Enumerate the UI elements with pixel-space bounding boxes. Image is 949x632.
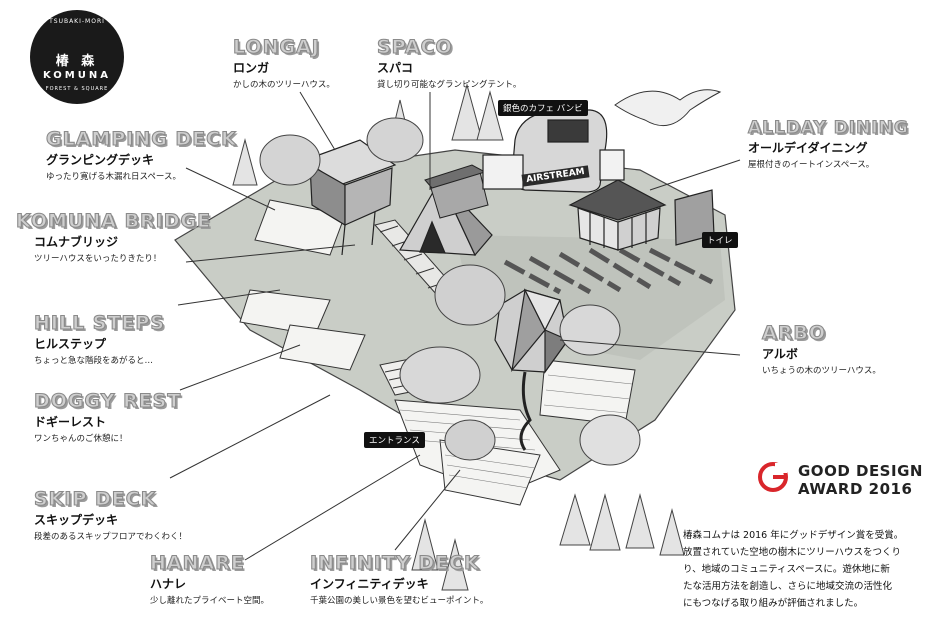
about-line: り、地域のコミュニティスペースに。遊休地に新 — [683, 564, 890, 575]
spot-desc: ちょっと急な階段をあがると… — [34, 356, 154, 366]
spot-name-jp: ヒルステップ — [34, 337, 107, 351]
spot-doggy-rest: DOGGY REST ドギーレスト ワンちゃんのご休憩に！ — [33, 389, 182, 444]
spot-title: GLAMPING DECK — [45, 127, 237, 150]
spot-komuna-bridge: KOMUNA BRIDGE コムナブリッジ ツリーハウスをいったりきたり！ — [10, 209, 212, 264]
treehouse-arbo — [494, 288, 569, 451]
spot-arbo: ARBO アルボ いちょうの木のツリーハウス。 — [761, 321, 881, 376]
spot-hanare: HANARE ハナレ 少し離れたプライベート空間。 — [149, 551, 270, 606]
logo-name: KOMUNA — [43, 70, 111, 81]
spot-skip-deck: SKIP DECK スキップデッキ 段差のあるスキップフロアでわくわく！ — [33, 487, 188, 542]
spot-name-jp: オールデイダイニング — [748, 141, 868, 155]
spot-desc: 貸し切り可能なグランピングテント。 — [377, 80, 522, 90]
bird — [614, 89, 722, 127]
spot-name-jp: コムナブリッジ — [34, 235, 119, 249]
spot-desc: 段差のあるスキップフロアでわくわく！ — [34, 532, 188, 542]
spot-title: ALLDAY DINING — [747, 117, 909, 138]
about-text: 椿森コムナは 2016 年にグッドデザイン賞を受賞。 放置されていた空地の樹木に… — [683, 527, 945, 612]
spot-desc: 千葉公園の美しい景色を望むビューポイント。 — [310, 596, 489, 606]
award-line1: GOOD DESIGN — [798, 462, 923, 480]
spot-name-jp: ロンガ — [233, 61, 270, 75]
spot-title: KOMUNA BRIDGE — [15, 209, 212, 232]
spot-desc: ツリーハウスをいったりきたり！ — [34, 254, 162, 264]
about-line: 椿森コムナは 2016 年にグッドデザイン賞を受賞。 — [683, 530, 904, 541]
spot-desc: かしの木のツリーハウス。 — [233, 80, 335, 90]
spot-hill-steps: HILL STEPS ヒルステップ ちょっと急な階段をあがると… — [33, 311, 166, 366]
spot-desc: 屋根付きのイートインスペース。 — [748, 160, 875, 170]
spot-title: INFINITY DECK — [309, 551, 480, 574]
spot-desc: 少し離れたプライベート空間。 — [150, 596, 270, 606]
spot-title: LONGAJ — [232, 35, 320, 58]
parking-stripes — [503, 247, 714, 295]
spot-title: SPACO — [376, 35, 453, 58]
spot-title: ARBO — [761, 321, 826, 344]
spot-allday-dining: ALLDAY DINING オールデイダイニング 屋根付きのイートインスペース。 — [747, 117, 909, 170]
spot-longaj: LONGAJ ロンガ かしの木のツリーハウス。 — [232, 35, 335, 90]
spot-title: SKIP DECK — [33, 487, 157, 510]
spot-name-jp: ハナレ — [150, 577, 187, 591]
leader-lines — [169, 91, 741, 561]
spot-desc: ゆったり寛げる木漏れ日スペース。 — [46, 172, 181, 182]
entrance-tag: エントランス — [364, 432, 425, 448]
cafe-tag: 銀色のカフェ バンビ — [498, 100, 588, 116]
logo-top-text: TSUBAKI-MORI — [49, 18, 105, 25]
spot-infinity-deck: INFINITY DECK インフィニティデッキ 千葉公園の美しい景色を望むビュ… — [309, 551, 489, 606]
spot-title: HANARE — [149, 551, 245, 574]
spot-spaco: SPACO スパコ 貸し切り可能なグランピングテント。 — [376, 35, 522, 90]
about-line: にもつなげる取り組みが評価されました。 — [683, 598, 864, 609]
spot-name-jp: アルボ — [762, 347, 798, 361]
komuna-logo: TSUBAKI-MORI 椿 森 KOMUNA FOREST & SQUARE — [30, 10, 124, 104]
spot-title: DOGGY REST — [33, 389, 182, 412]
spot-desc: ワンちゃんのご休憩に！ — [34, 434, 128, 444]
about-line: 放置されていた空地の樹木にツリーハウスをつくり — [683, 547, 902, 558]
trees — [232, 83, 685, 591]
g-mark-icon — [758, 462, 788, 492]
spot-name-jp: ドギーレスト — [34, 415, 107, 429]
spot-desc: いちょうの木のツリーハウス。 — [762, 366, 881, 376]
toilet-tag: トイレ — [702, 232, 738, 248]
logo-kanji: 椿 森 — [55, 54, 99, 69]
about-line: たな活用方法を創造し、さらに地域交流の活性化 — [683, 581, 893, 592]
pavilion-allday-dining — [568, 179, 715, 251]
award-line2: AWARD 2016 — [798, 480, 913, 498]
spot-name-jp: グランピングデッキ — [46, 153, 155, 167]
spot-name-jp: スキップデッキ — [34, 513, 119, 527]
spot-name-jp: スパコ — [377, 61, 414, 75]
logo-bottom-text: FOREST & SQUARE — [45, 86, 109, 92]
spot-title: HILL STEPS — [33, 311, 166, 334]
good-design-award: GOOD DESIGN AWARD 2016 — [740, 462, 940, 502]
hut — [424, 164, 489, 219]
spot-name-jp: インフィニティデッキ — [310, 577, 429, 591]
spot-glamping-deck: GLAMPING DECK グランピングデッキ ゆったり寛げる木漏れ日スペース。 — [45, 127, 237, 182]
